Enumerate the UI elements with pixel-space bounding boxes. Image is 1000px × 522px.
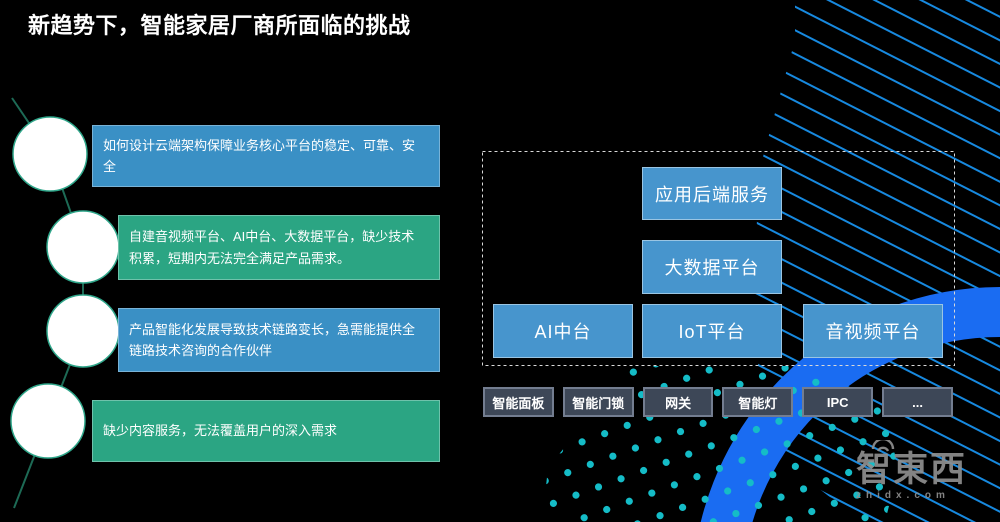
step-circle-4 <box>10 383 86 459</box>
watermark-logo: 智東西 <box>856 450 968 489</box>
device-box-light: 智能灯 <box>722 387 794 417</box>
challenge-item-1: 如何设计云端架构保障业务核心平台的稳定、可靠、安全 <box>92 125 440 187</box>
device-box-panel: 智能面板 <box>483 387 554 417</box>
step-circle-1 <box>12 116 88 192</box>
watermark: 智東西 zhidx.com <box>856 440 967 501</box>
challenge-text-3: 产品智能化发展导致技术链路变长，急需能提供全链路技术咨询的合作伙伴 <box>129 321 416 358</box>
platform-box-app-backend: 应用后端服务 <box>642 167 782 220</box>
platform-box-ai: AI中台 <box>493 304 633 358</box>
challenge-item-2: 自建音视频平台、AI中台、大数据平台，缺少技术积累，短期内无法完全满足产品需求。 <box>118 215 440 280</box>
platform-box-av: 音视频平台 <box>803 304 943 358</box>
device-box-ipc: IPC <box>802 387 874 417</box>
challenge-text-1: 如何设计云端架构保障业务核心平台的稳定、可靠、安全 <box>103 137 416 174</box>
challenge-item-3: 产品智能化发展导致技术链路变长，急需能提供全链路技术咨询的合作伙伴 <box>118 308 440 372</box>
device-box-more: ... <box>882 387 953 417</box>
device-row: 智能面板 智能门锁 网关 智能灯 IPC ... <box>483 387 953 417</box>
dashed-frame <box>482 151 955 366</box>
platform-box-bigdata: 大数据平台 <box>642 240 782 294</box>
challenge-text-2: 自建音视频平台、AI中台、大数据平台，缺少技术积累，短期内无法完全满足产品需求。 <box>129 229 415 266</box>
watermark-domain: zhidx.com <box>856 489 950 501</box>
challenge-text-4: 缺少内容服务，无法覆盖用户的深入需求 <box>103 423 338 439</box>
wifi-icon <box>871 440 895 452</box>
challenge-item-4: 缺少内容服务，无法覆盖用户的深入需求 <box>92 400 440 462</box>
platform-box-iot: IoT平台 <box>642 304 782 358</box>
slide-title: 新趋势下，智能家居厂商所面临的挑战 <box>28 13 411 38</box>
device-box-gateway: 网关 <box>642 387 714 417</box>
step-circle-2 <box>46 210 120 284</box>
step-circle-3 <box>46 294 120 368</box>
device-box-lock: 智能门锁 <box>562 387 634 417</box>
